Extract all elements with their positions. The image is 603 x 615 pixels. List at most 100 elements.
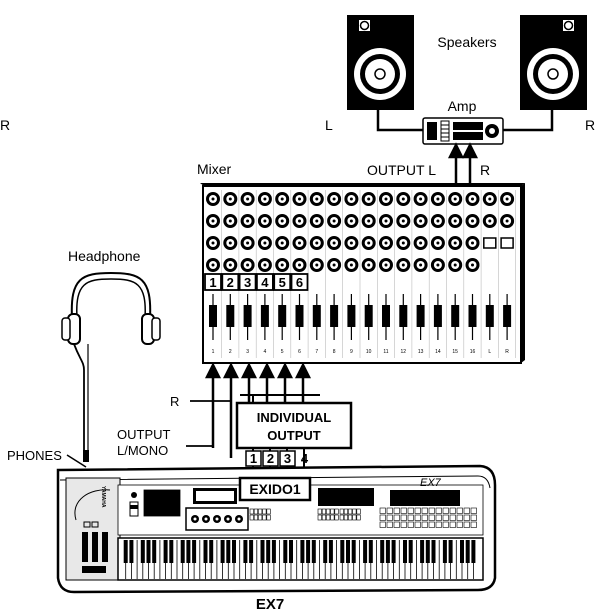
mixer-label: Mixer xyxy=(197,161,232,177)
mixer-knob-center xyxy=(367,197,371,201)
fader-knob xyxy=(433,305,442,327)
black-key xyxy=(351,540,356,563)
mixer-knob-center xyxy=(436,241,440,245)
black-key xyxy=(152,540,157,563)
fader-knob xyxy=(330,305,339,327)
edge-r-label: R xyxy=(0,117,10,133)
channel-number: 3 xyxy=(244,275,251,290)
mixer-knob-center xyxy=(280,219,284,223)
mixer-knob-center xyxy=(453,263,457,267)
strip-label: 11 xyxy=(383,349,388,355)
strip-label: 3 xyxy=(246,349,249,355)
channel-number-box xyxy=(204,273,222,291)
panel-button xyxy=(379,507,386,514)
model-badge: EX7 xyxy=(420,477,442,489)
strip-label: 7 xyxy=(315,349,318,355)
black-keys xyxy=(123,540,476,563)
panel-button xyxy=(400,514,407,521)
panel-button xyxy=(463,521,470,528)
panel-button xyxy=(463,507,470,514)
mixer-knob-center xyxy=(505,197,509,201)
panel-button xyxy=(330,514,335,521)
panel-button xyxy=(330,508,335,515)
mixer-knob-center xyxy=(384,263,388,267)
strip-label: 6 xyxy=(298,349,301,355)
panel-button xyxy=(456,507,463,514)
panel-button xyxy=(321,514,327,521)
mixer-knob-center xyxy=(384,197,388,201)
phones-label: PHONES xyxy=(7,448,62,463)
channel-number-box xyxy=(255,273,274,291)
output-lmono-line1: OUTPUT xyxy=(117,427,171,442)
individual-output-box: INDIVIDUAL OUTPUT xyxy=(235,401,353,450)
panel-button xyxy=(421,514,428,521)
speaker-right xyxy=(520,15,587,110)
mixer-knob-center xyxy=(211,197,215,201)
mixer-knob-center xyxy=(349,219,353,223)
panel-button xyxy=(435,521,442,528)
channel-number-box xyxy=(273,273,292,291)
speaker-left-label: L xyxy=(325,117,333,133)
panel-button xyxy=(442,521,449,528)
panel-buttons-left xyxy=(143,489,181,517)
panel-button xyxy=(456,514,463,521)
mixer-knob-center xyxy=(505,219,509,223)
black-key xyxy=(448,540,453,563)
black-key xyxy=(385,540,390,563)
strip-label: 12 xyxy=(401,349,407,355)
black-key xyxy=(311,540,316,563)
channel-number-box xyxy=(290,273,309,291)
black-key xyxy=(465,540,470,563)
fader-knob xyxy=(399,305,408,327)
panel-button xyxy=(356,508,361,515)
black-key xyxy=(283,540,288,563)
panel-button xyxy=(249,514,254,521)
strip-label: 10 xyxy=(366,349,372,355)
panel-button xyxy=(393,521,400,528)
panel-button xyxy=(407,514,414,521)
output-lr-cables xyxy=(447,142,479,183)
mixer-knob-center xyxy=(419,197,423,201)
black-key xyxy=(363,540,368,563)
strip-label: 1 xyxy=(212,349,215,355)
black-key xyxy=(226,540,231,563)
ex7-label: EX7 xyxy=(256,596,284,613)
panel-button xyxy=(428,521,435,528)
output-r-label: R xyxy=(480,162,490,178)
panel-button xyxy=(386,514,393,521)
individual-output-number: 3 xyxy=(284,451,291,466)
black-key xyxy=(163,540,168,563)
mixer-knob-center xyxy=(280,263,284,267)
mixer-knob-center xyxy=(349,197,353,201)
exido-jack-hole xyxy=(204,517,208,521)
fader-knob xyxy=(347,305,356,327)
mixer-knob-center xyxy=(436,263,440,267)
exido-jack-hole xyxy=(237,517,241,521)
mixer-knob-center xyxy=(246,219,250,223)
black-key xyxy=(368,540,373,563)
panel-button xyxy=(258,508,263,515)
panel-button xyxy=(317,508,322,515)
panel-button xyxy=(435,514,442,521)
mixer-knob-center xyxy=(246,197,250,201)
exido-jack-hole xyxy=(215,517,219,521)
panel-button xyxy=(262,514,267,521)
black-key xyxy=(186,540,191,563)
fader-knob xyxy=(312,305,321,327)
mixer-knob-center xyxy=(332,197,336,201)
panel-button xyxy=(400,507,407,514)
mixer-knob-center xyxy=(263,241,267,245)
panel-button xyxy=(317,514,322,521)
panel-button xyxy=(442,507,449,514)
mixer-faders xyxy=(209,294,512,340)
exido-jack-hole xyxy=(193,517,197,521)
mixer-knob-center xyxy=(436,219,440,223)
panel-button xyxy=(339,514,344,521)
black-key xyxy=(271,540,276,563)
black-key xyxy=(209,540,214,563)
mixer-knob-center xyxy=(453,197,457,201)
mixer-knob-center xyxy=(349,263,353,267)
panel-button xyxy=(379,514,386,521)
black-key xyxy=(232,540,236,563)
